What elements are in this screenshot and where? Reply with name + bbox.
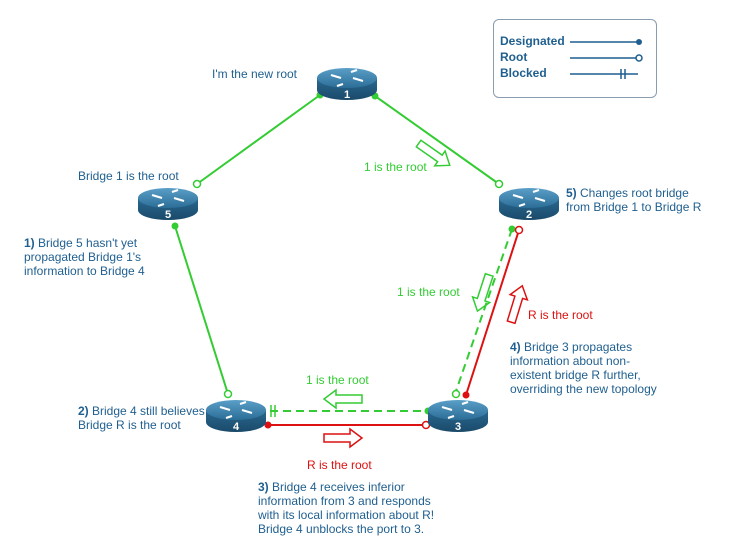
port-2-red-root: [514, 225, 524, 235]
port-3-root-green: [451, 389, 461, 399]
port-3-designated-red: [462, 391, 470, 399]
message-3-to-2: R is the root: [528, 308, 593, 322]
legend-blocked-label: Blocked: [500, 66, 547, 80]
step5-note: 5) Changes root bridge from Bridge 1 to …: [566, 186, 701, 214]
arrow-2-to-3: [471, 272, 494, 313]
step2-note: 2) Bridge 4 still believes Bridge R is t…: [78, 404, 205, 432]
router-arrows-icon: [219, 401, 253, 419]
arrow-3-to-2: [506, 284, 529, 325]
port-4-blocked-marker: [270, 405, 276, 417]
step5-line2: from Bridge 1 to Bridge R: [566, 200, 702, 214]
step4-line1: Bridge 3 propagates: [524, 340, 633, 354]
router-3[interactable]: 3: [428, 400, 488, 433]
router-arrows-icon: [441, 401, 475, 419]
step5-line1: Changes root bridge: [580, 186, 689, 200]
legend-root-icon: [635, 54, 643, 62]
legend: Designated Root Blocked: [493, 19, 657, 98]
new-root-label: I'm the new root: [212, 67, 297, 81]
port-4-root: [223, 389, 233, 399]
router-arrows-icon: [151, 189, 185, 207]
step4-number: 4): [510, 340, 521, 354]
router-3-label: 3: [455, 421, 461, 433]
link-2-3-dashed: [454, 228, 513, 395]
port-2-designated: [508, 225, 516, 233]
arrow-1-to-2: [415, 139, 451, 167]
port-5-root: [192, 179, 202, 189]
arrow-4-to-3: [323, 427, 364, 449]
link-1-2: [374, 95, 500, 185]
step3-line3: with its local information about R!: [258, 508, 435, 522]
step2-number: 2): [78, 404, 89, 418]
router-arrows-icon: [512, 189, 546, 207]
step3-line4: Bridge 4 unblocks the port to 3.: [258, 522, 425, 536]
router-4[interactable]: 4: [206, 400, 266, 433]
port-2-root: [494, 179, 504, 189]
link-5-4: [174, 225, 229, 395]
router-5[interactable]: 5: [138, 188, 198, 221]
legend-blocked-icon: [620, 69, 626, 79]
step1-number: 1): [24, 236, 35, 250]
step3-line2: information from 3 and responds: [258, 494, 431, 508]
bridge1-root-label: Bridge 1 is the root: [78, 169, 179, 183]
step4-line3: existent bridge R further,: [510, 368, 641, 382]
router-1[interactable]: 1: [317, 68, 377, 101]
step2-line2: Bridge R is the root: [78, 418, 181, 432]
router-5-label: 5: [165, 209, 171, 221]
legend-designated-label: Designated: [500, 34, 565, 48]
router-1-label: 1: [344, 89, 350, 101]
step4-line2: information about non-: [510, 354, 631, 368]
step3-note: 3) Bridge 4 receives inferior informatio…: [258, 480, 434, 536]
step1-line2: propagated Bridge 1's: [24, 250, 142, 264]
step2-line1: Bridge 4 still believes: [92, 404, 205, 418]
step4-line4: overriding the new topology: [510, 382, 657, 396]
link-2-3-red: [465, 229, 520, 396]
step5-number: 5): [566, 186, 577, 200]
step1-note: 1) Bridge 5 hasn't yet propagated Bridge…: [24, 236, 145, 278]
step1-line1: Bridge 5 hasn't yet: [38, 236, 138, 250]
link-1-5: [196, 94, 321, 185]
router-2-label: 2: [526, 209, 532, 221]
step3-line1: Bridge 4 receives inferior: [272, 480, 405, 494]
router-arrows-icon: [330, 69, 364, 87]
step1-line3: information to Bridge 4: [24, 264, 145, 278]
port-4-designated-red: [264, 421, 272, 429]
router-2[interactable]: 2: [499, 188, 559, 221]
step3-number: 3): [258, 480, 269, 494]
legend-root-label: Root: [500, 50, 528, 64]
port-5-designated: [171, 222, 179, 230]
legend-symbols: [570, 39, 643, 79]
message-2-to-3: 1 is the root: [397, 285, 460, 299]
legend-designated-icon: [636, 39, 642, 45]
step4-note: 4) Bridge 3 propagates information about…: [510, 340, 657, 396]
arrow-3-to-4: [322, 388, 363, 410]
message-1-to-2: 1 is the root: [364, 160, 427, 174]
router-4-label: 4: [233, 421, 240, 433]
message-4-to-3: R is the root: [307, 458, 372, 472]
message-3-to-4: 1 is the root: [306, 373, 369, 387]
